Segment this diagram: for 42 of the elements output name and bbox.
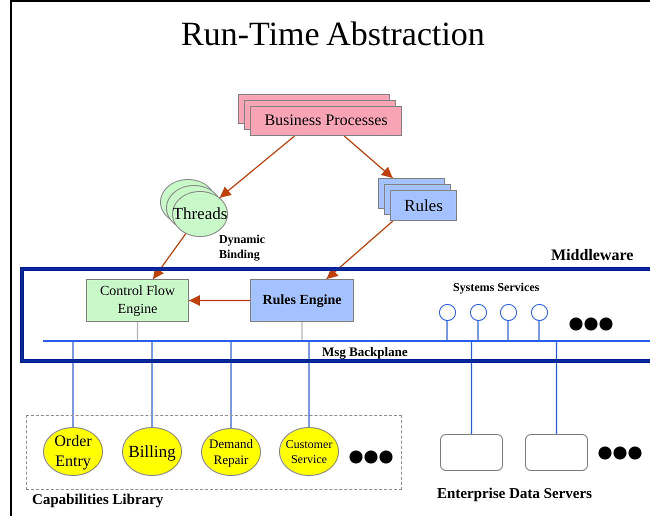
group-caption: Capabilities Library	[32, 491, 164, 510]
connector-line	[470, 340, 472, 434]
connector-line	[507, 320, 509, 340]
server-box	[440, 434, 503, 471]
node-label: Rules Engine	[262, 292, 342, 310]
node-label: Billing	[128, 440, 176, 462]
backplane-line	[43, 340, 650, 342]
connector-line	[446, 320, 448, 340]
connector-line	[477, 320, 479, 340]
node-label: Customer Service	[284, 436, 334, 466]
node-label: Threads	[172, 203, 228, 225]
title: Run-Time Abstraction	[181, 15, 485, 55]
stacked-boxes	[378, 178, 457, 221]
arrow	[326, 220, 394, 280]
engine-box	[86, 279, 189, 322]
connector-line	[136, 322, 138, 340]
arrow	[152, 233, 186, 280]
annotation-label: Systems Services	[453, 280, 540, 295]
middleware-band	[20, 267, 650, 363]
connector-line	[72, 340, 74, 427]
node-label: Control Flow Engine	[98, 283, 176, 318]
node-label: Demand Repair	[208, 436, 254, 468]
connector-line	[308, 340, 310, 427]
group-caption: Middleware	[551, 246, 634, 266]
node-label: Order Entry	[53, 432, 93, 472]
arrow	[219, 136, 295, 198]
engine-box	[250, 279, 354, 322]
node-label: Business Processes	[264, 111, 388, 131]
connector-line	[230, 340, 232, 428]
annotation-label: Enterprise Data Servers	[437, 485, 593, 504]
connector-line	[301, 322, 303, 340]
server-box	[525, 434, 588, 471]
arrow	[344, 136, 394, 178]
group-caption: Msg Backplane	[322, 344, 408, 360]
annotation-label: Dynamic Binding	[219, 232, 266, 262]
library-frame	[26, 415, 402, 490]
connector-line	[151, 340, 153, 427]
arrow	[189, 295, 250, 306]
node-label: Rules	[404, 194, 443, 216]
stacked-boxes	[238, 94, 402, 136]
connector-line	[538, 320, 540, 340]
connector-line	[556, 340, 558, 434]
